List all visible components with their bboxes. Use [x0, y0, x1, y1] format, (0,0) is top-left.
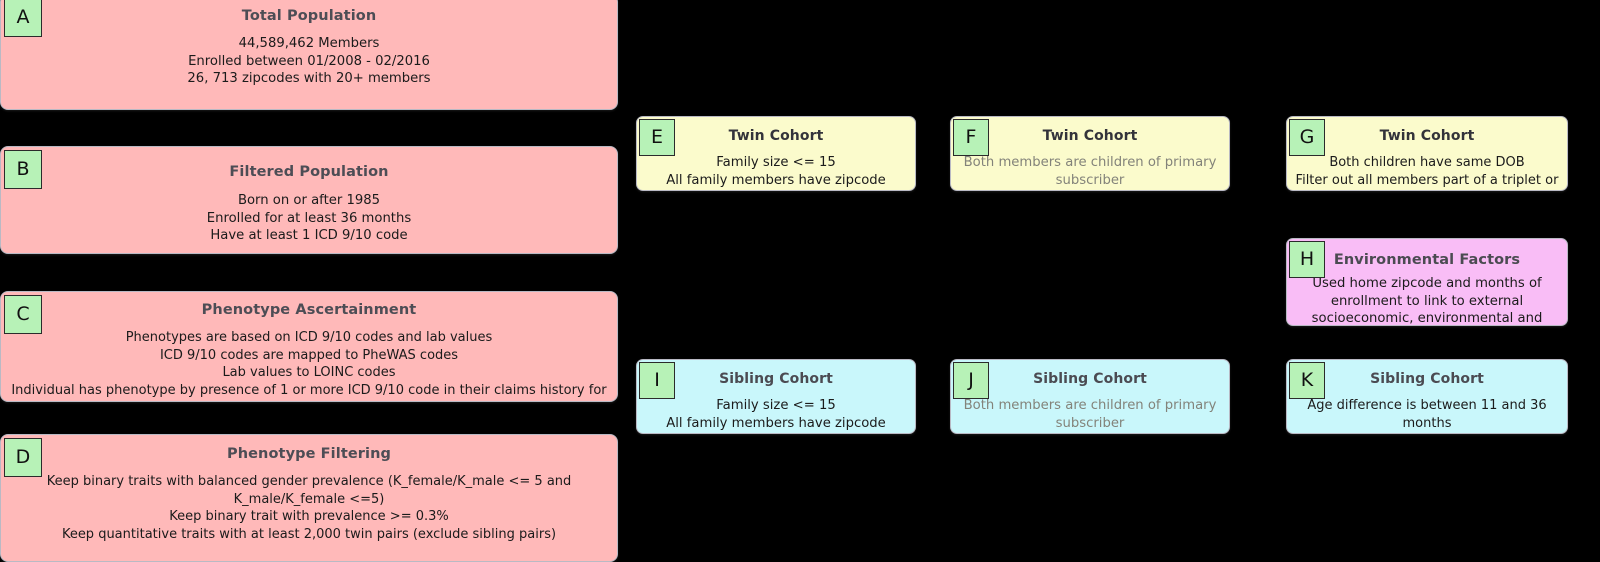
- panel-badge-g: G: [1289, 119, 1325, 156]
- panel-sibling-cohort-j: J Sibling Cohort Both members are childr…: [950, 359, 1230, 434]
- panel-filtered-population: B Filtered Population Born on or after 1…: [0, 146, 618, 254]
- panel-title-b: Filtered Population: [229, 164, 389, 180]
- panel-body-a: 44,589,462 Members Enrolled between 01/2…: [187, 36, 431, 86]
- panel-body-e: Family size <= 15 All family members hav…: [666, 155, 886, 188]
- panel-phenotype-filtering: D Phenotype Filtering Keep binary traits…: [0, 434, 618, 562]
- panel-badge-j: J: [953, 362, 989, 399]
- panel-body-g: Both children have same DOB Filter out a…: [1295, 155, 1559, 188]
- panel-title-j: Sibling Cohort: [1033, 371, 1147, 387]
- panel-title-k: Sibling Cohort: [1370, 371, 1484, 387]
- panel-body-j: Both members are children of primary sub…: [963, 398, 1217, 431]
- panel-body-f: Both members are children of primary sub…: [963, 155, 1217, 188]
- panel-sibling-cohort-k: K Sibling Cohort Age difference is betwe…: [1286, 359, 1568, 434]
- panel-title-h: Environmental Factors: [1333, 252, 1521, 268]
- panel-environmental-factors: H Environmental Factors Used home zipcod…: [1286, 238, 1568, 326]
- panel-title-c: Phenotype Ascertainment: [201, 302, 417, 318]
- panel-badge-a: A: [4, 0, 42, 37]
- panel-badge-i: I: [639, 362, 675, 399]
- panel-twin-cohort-e: E Twin Cohort Family size <= 15 All fami…: [636, 116, 916, 191]
- panel-title-a: Total Population: [241, 8, 377, 24]
- panel-badge-d: D: [4, 438, 42, 477]
- panel-body-i: Family size <= 15 All family members hav…: [666, 398, 886, 431]
- panel-badge-c: C: [4, 295, 42, 334]
- panel-body-c: Phenotypes are based on ICD 9/10 codes a…: [11, 330, 607, 401]
- panel-twin-cohort-f: F Twin Cohort Both members are children …: [950, 116, 1230, 191]
- panel-title-g: Twin Cohort: [1379, 128, 1475, 144]
- panel-body-k: Age difference is between 11 and 36 mont…: [1307, 398, 1547, 431]
- panel-title-d: Phenotype Filtering: [226, 446, 392, 462]
- panel-badge-f: F: [953, 119, 989, 156]
- panel-badge-e: E: [639, 119, 675, 156]
- panel-title-i: Sibling Cohort: [719, 371, 833, 387]
- panel-title-f: Twin Cohort: [1042, 128, 1138, 144]
- panel-body-d: Keep binary traits with balanced gender …: [46, 474, 572, 542]
- panel-phenotype-ascertainment: C Phenotype Ascertainment Phenotypes are…: [0, 291, 618, 402]
- panel-body-h: Used home zipcode and months of enrollme…: [1311, 276, 1543, 326]
- panel-badge-k: K: [1289, 362, 1325, 399]
- panel-badge-b: B: [4, 150, 42, 189]
- panel-badge-h: H: [1289, 241, 1325, 278]
- panel-title-e: Twin Cohort: [728, 128, 824, 144]
- panel-body-b: Born on or after 1985 Enrolled for at le…: [206, 193, 412, 243]
- panel-total-population: A Total Population 44,589,462 Members En…: [0, 0, 618, 110]
- panel-sibling-cohort-i: I Sibling Cohort Family size <= 15 All f…: [636, 359, 916, 434]
- panel-twin-cohort-g: G Twin Cohort Both children have same DO…: [1286, 116, 1568, 191]
